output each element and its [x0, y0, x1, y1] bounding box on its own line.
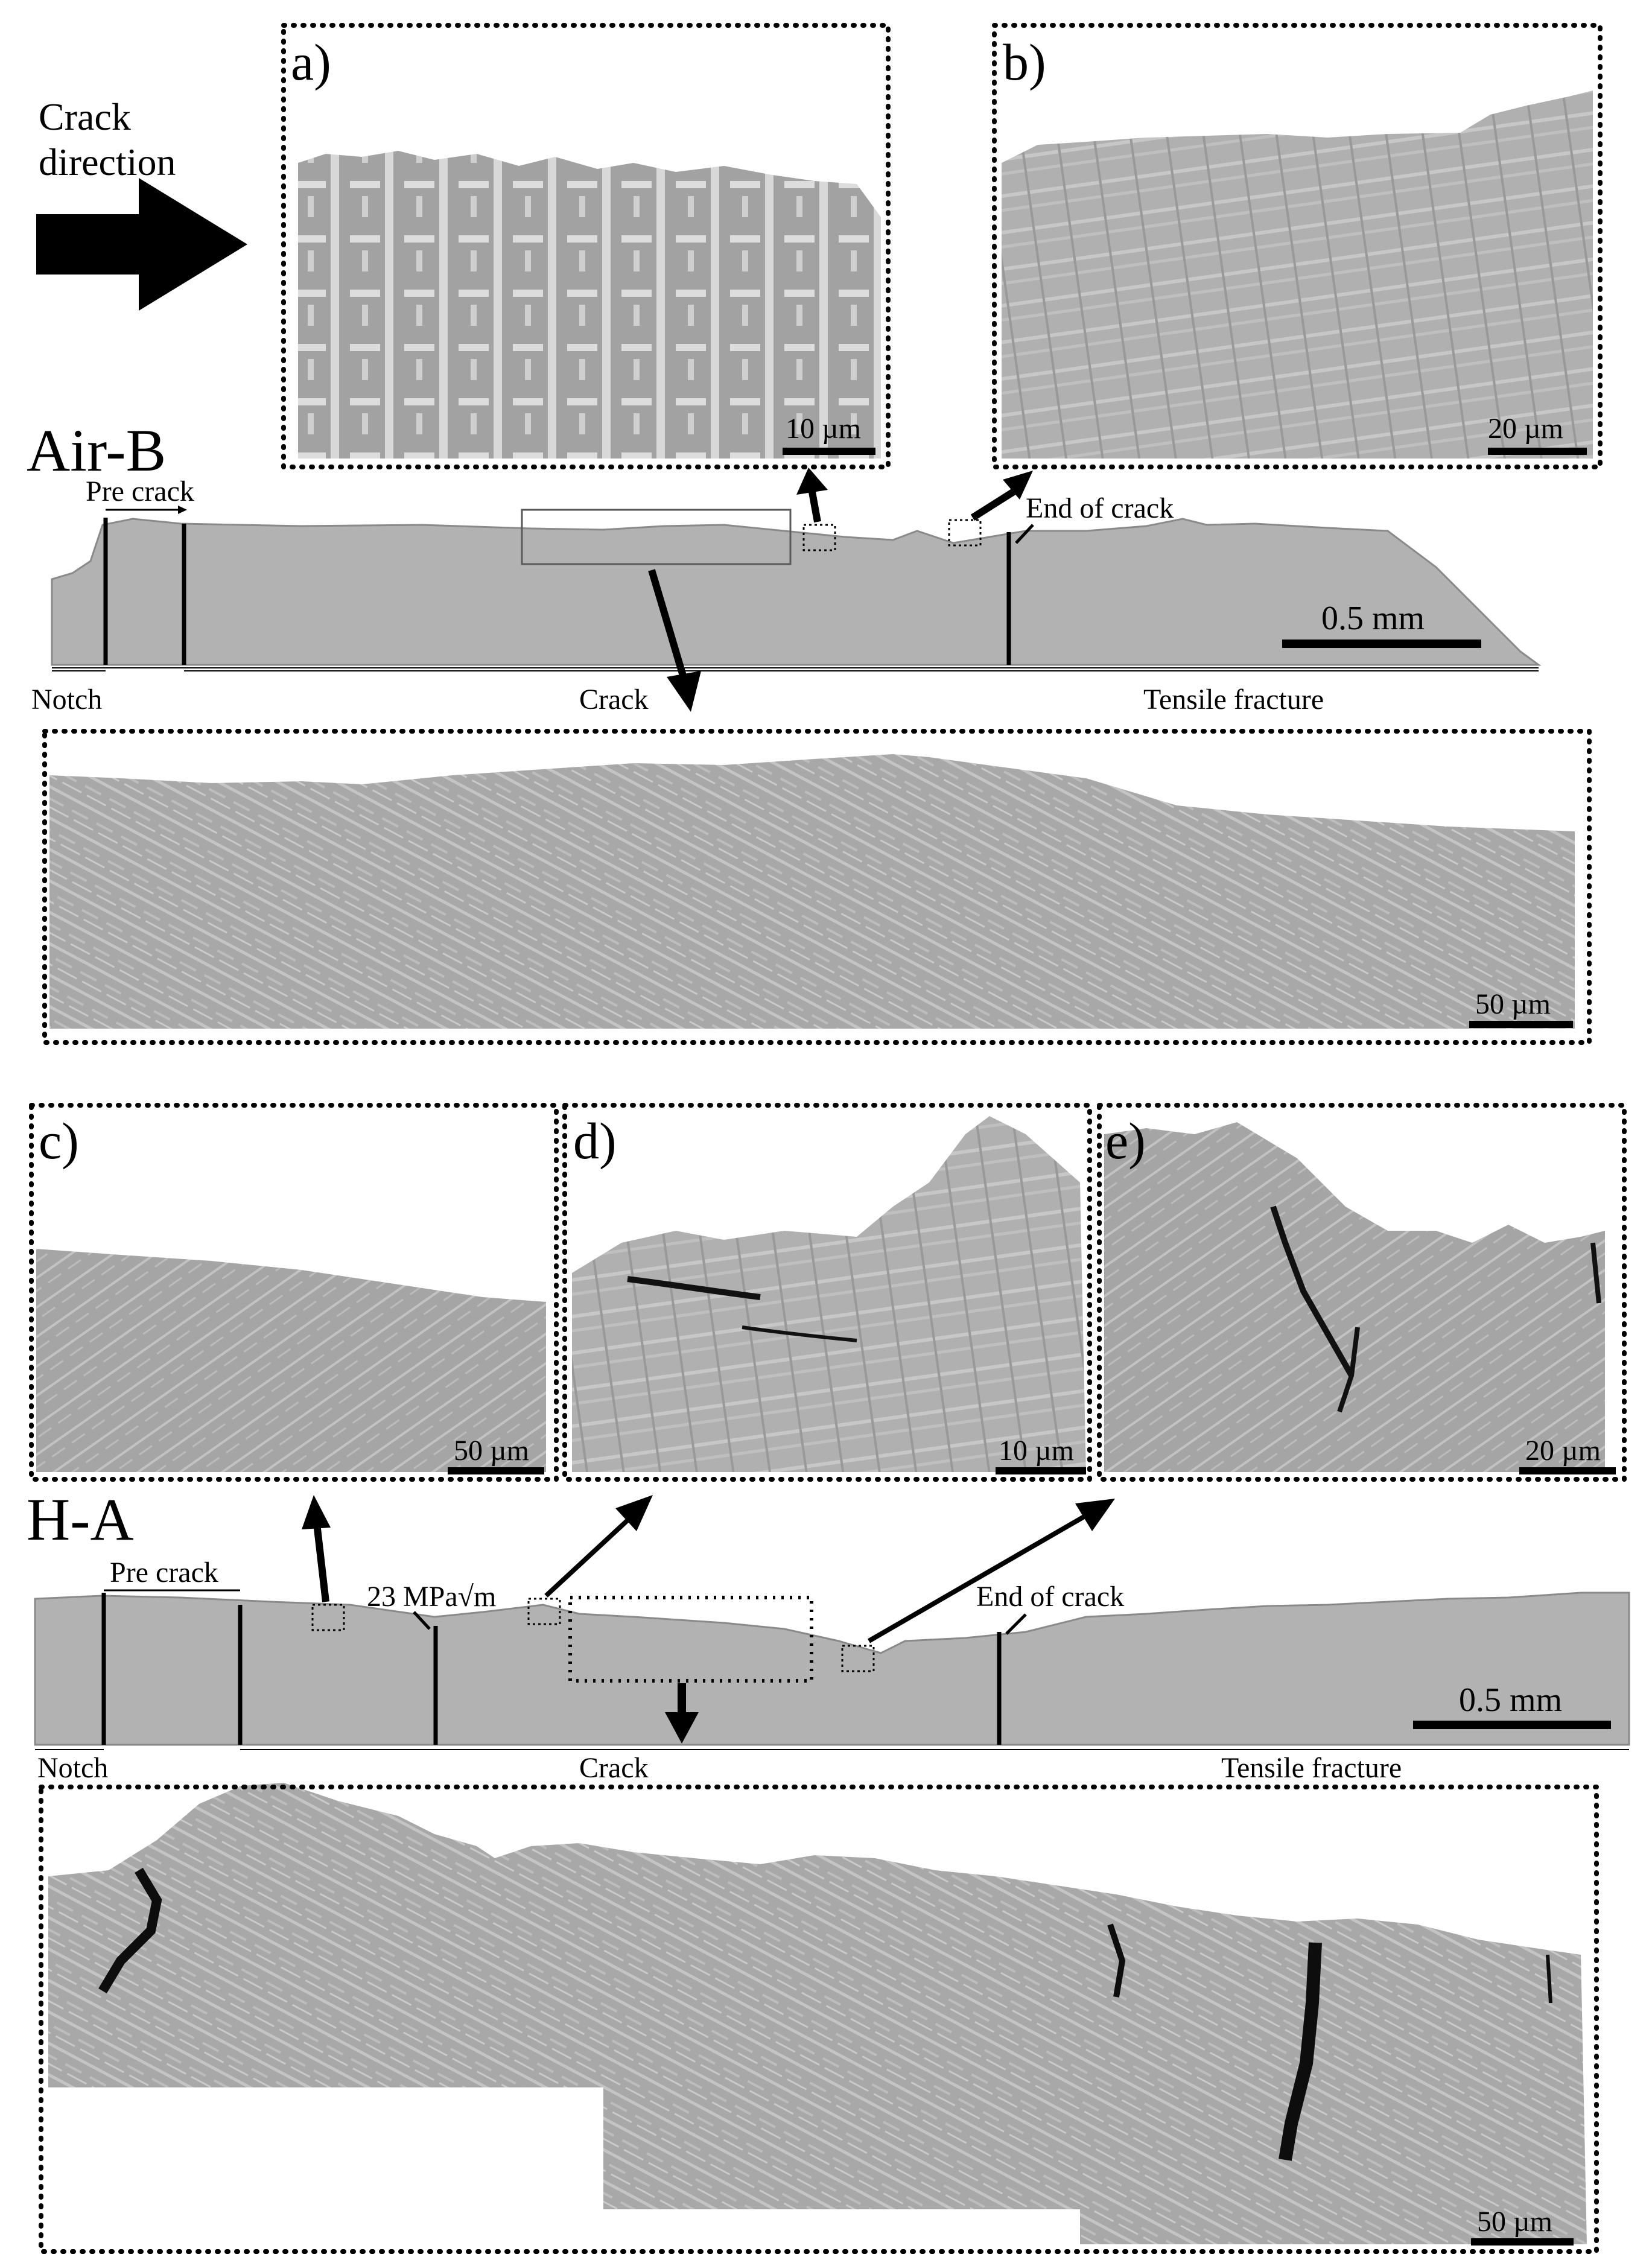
- h-a-zoom-micrograph: [48, 1783, 1587, 2244]
- air-b-arrow-to-zoom: [648, 569, 688, 683]
- panel-b-frame: [992, 23, 1603, 469]
- air-b-arrow-to-a: [808, 487, 821, 523]
- panel-c-micrograph: [36, 1249, 546, 1472]
- air-b-scale-bar: [1282, 640, 1481, 648]
- air-b-precrack-label: Pre crack: [86, 475, 194, 507]
- air-b-zoom-scale-text: 50 µm: [1475, 988, 1551, 1020]
- h-a-scale-bar: [1413, 1721, 1611, 1729]
- panel-e-crack-3: [1590, 1242, 1601, 1304]
- h-a-scale-text: 0.5 mm: [1459, 1681, 1562, 1719]
- panel-a-scale-bar: [783, 448, 875, 455]
- panel-d-scale-text: 10 µm: [999, 1435, 1074, 1467]
- panel-c: c) 50 µm: [29, 1103, 559, 1482]
- right-arrow-icon: [36, 178, 247, 311]
- arrow-up-icon: [796, 468, 828, 495]
- h-a-zoom-frame: [39, 1785, 1599, 2254]
- h-a-zoom-panel: 50 µm: [39, 1783, 1599, 2254]
- panel-c-scale-bar: [448, 1467, 544, 1474]
- air-b-zoom-panel: 50 µm: [42, 729, 1592, 1045]
- h-a-region-e: [841, 1645, 875, 1672]
- crack-direction-label-line2: direction: [39, 141, 176, 183]
- panel-d-frame: [562, 1103, 1092, 1482]
- arrow-up-icon: [302, 1495, 331, 1529]
- panel-e-crack-2: [1337, 1327, 1360, 1413]
- panel-a-scale-text: 10 µm: [786, 413, 861, 445]
- arrow-down-icon: [667, 671, 701, 712]
- panel-b-micrograph: [1002, 90, 1593, 459]
- crack-direction-label-line1: Crack: [39, 95, 131, 138]
- h-a-zoom-crack-3: [1279, 1942, 1322, 2161]
- arrow-up-right-icon: [615, 1495, 653, 1531]
- h-a-stress-intensity-label: 23 MPa√m: [367, 1581, 496, 1613]
- air-b-specimen-section: [51, 518, 1542, 666]
- panel-e: e) 20 µm: [1097, 1103, 1627, 1482]
- air-b-arrow-to-b: [970, 488, 1016, 521]
- air-b-region-b: [948, 519, 982, 547]
- air-b-region-a: [802, 524, 836, 551]
- panel-a-frame: [281, 23, 891, 469]
- h-a-end-of-crack-label: End of crack: [976, 1581, 1124, 1613]
- air-b-end-of-crack-label: End of crack: [1026, 492, 1174, 524]
- panel-c-frame: [29, 1103, 559, 1482]
- panel-a-label: a): [291, 33, 331, 91]
- h-a-region-c: [311, 1604, 345, 1631]
- h-a-zoom-crack-2: [1107, 1923, 1126, 1998]
- air-b-zoom-region: [521, 509, 792, 565]
- h-a-zoom-scale-text: 50 µm: [1477, 2206, 1552, 2238]
- air-b-specimen: Air-B Pre crack End of crack 0.5 mm Notc…: [27, 417, 1542, 716]
- panel-c-label: c): [39, 1112, 79, 1170]
- h-a-specimen: H-A Pre crack 23 MPa√m End of crack 0.5 …: [27, 1486, 1630, 1784]
- air-b-tensile-label: Tensile fracture: [1143, 684, 1324, 716]
- air-b-zoom-micrograph: [49, 754, 1575, 1029]
- h-a-zoom-crack-1: [98, 1867, 162, 1994]
- panel-e-micrograph: [1104, 1122, 1605, 1472]
- panel-e-label: e): [1105, 1112, 1146, 1170]
- arrow-down-icon: [665, 1712, 699, 1744]
- h-a-title: H-A: [27, 1486, 134, 1553]
- h-a-specimen-section: [34, 1592, 1630, 1746]
- h-a-tensile-label: Tensile fracture: [1221, 1752, 1402, 1784]
- panel-b-scale-text: 20 µm: [1488, 413, 1563, 445]
- h-a-zoom-region: [568, 1596, 813, 1683]
- panel-b: b) 20 µm: [992, 23, 1603, 469]
- panel-d-scale-bar: [996, 1467, 1086, 1474]
- h-a-arrow-to-e: [867, 1513, 1088, 1643]
- air-b-notch-label: Notch: [31, 684, 102, 716]
- panel-b-label: b): [1003, 33, 1046, 91]
- h-a-arrow-to-d: [544, 1519, 629, 1598]
- h-a-precrack-label: Pre crack: [110, 1557, 218, 1589]
- h-a-region-d: [527, 1598, 561, 1625]
- panel-e-scale-bar: [1519, 1467, 1616, 1474]
- panel-e-scale-text: 20 µm: [1525, 1435, 1601, 1467]
- air-b-title: Air-B: [27, 417, 166, 484]
- air-b-crack-label: Crack: [579, 684, 649, 716]
- air-b-precrack-arrowhead-icon: [178, 506, 187, 514]
- panel-d-micrograph: [572, 1116, 1086, 1472]
- arrow-up-right-icon: [1075, 1499, 1115, 1531]
- air-b-scale-text: 0.5 mm: [1321, 600, 1425, 637]
- air-b-end-of-crack-pointer: [1015, 524, 1034, 544]
- panel-c-scale-text: 50 µm: [454, 1435, 529, 1467]
- panel-d: d) 10 µm: [562, 1103, 1092, 1482]
- h-a-zoom-scale-bar: [1471, 2238, 1574, 2246]
- panel-d-crack: [627, 1276, 761, 1300]
- h-a-zoom-crack-4: [1546, 1954, 1552, 2004]
- arrow-up-right-icon: [1003, 471, 1033, 500]
- h-a-arrow-to-c: [313, 1523, 329, 1602]
- air-b-zoom-frame: [42, 729, 1592, 1045]
- panel-d-crack-2: [742, 1325, 857, 1342]
- panel-a: a) 10 µm: [281, 23, 891, 469]
- h-a-stress-pointer: [413, 1611, 431, 1630]
- panel-e-crack: [1270, 1205, 1355, 1377]
- h-a-crack-label: Crack: [579, 1752, 649, 1784]
- h-a-end-of-crack-pointer: [1005, 1613, 1027, 1635]
- h-a-notch-label: Notch: [37, 1752, 108, 1784]
- panel-e-frame: [1097, 1103, 1627, 1482]
- crack-direction-indicator: Crack direction: [36, 95, 247, 311]
- panel-a-micrograph: [298, 151, 881, 459]
- panel-b-scale-bar: [1488, 448, 1587, 455]
- panel-d-label: d): [573, 1112, 617, 1170]
- air-b-zoom-scale-bar: [1469, 1021, 1573, 1028]
